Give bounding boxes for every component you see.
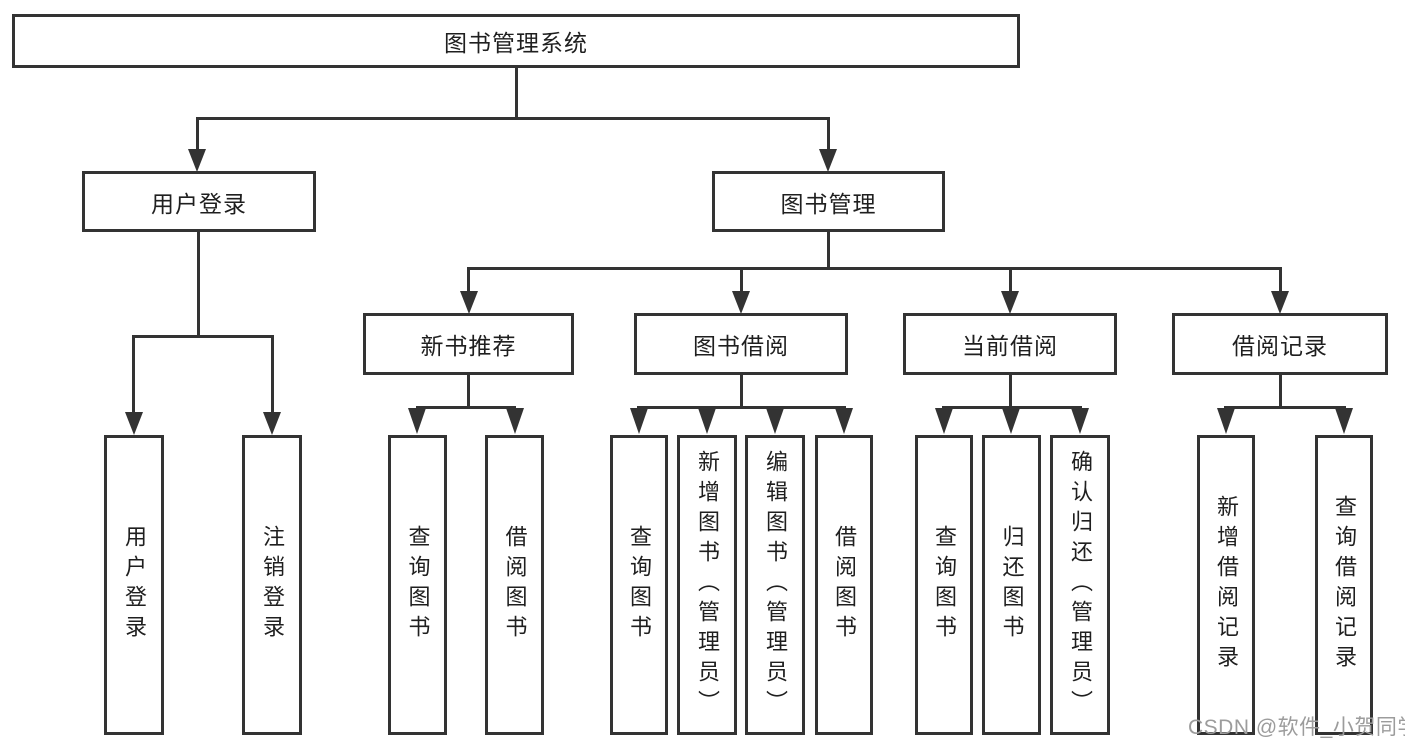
node-label: 图书借阅 (693, 333, 789, 359)
node-label: 确认归还（管理员） (1068, 450, 1093, 720)
arrowhead-query-borrow-record (1335, 408, 1353, 434)
node-book-borrowing: 图书借阅 (634, 313, 848, 375)
arrowhead-query-books-current (935, 408, 953, 434)
arrowhead-current-borrowing (1001, 291, 1019, 314)
node-label: 借阅图书 (502, 525, 528, 645)
node-label: 用户登录 (122, 525, 147, 645)
leaf-user-login: 用户登录 (104, 435, 164, 735)
node-label: 新增图书（管理员） (695, 450, 720, 720)
node-label: 查询图书 (405, 525, 431, 645)
arrowhead-borrow-books-borrowing (835, 408, 853, 434)
arrowhead-return-books (1002, 408, 1020, 434)
connector-to-book-management (827, 117, 830, 151)
arrowhead-confirm-return-admin (1071, 408, 1089, 434)
arrowhead-book-management (819, 149, 837, 172)
node-label: 借阅图书 (832, 525, 857, 645)
connector-to-new-book-recommendation (467, 267, 470, 293)
connector-to-current-borrowing (1009, 267, 1012, 293)
leaf-query-books-recommend: 查询图书 (388, 435, 447, 735)
leaf-borrow-books-recommend: 借阅图书 (485, 435, 544, 735)
connector-records-branch (1224, 406, 1346, 409)
leaf-add-borrow-record: 新增借阅记录 (1197, 435, 1255, 735)
node-new-book-recommendation: 新书推荐 (363, 313, 574, 375)
connector-to-user-login (196, 117, 199, 151)
node-label: 新书推荐 (420, 333, 517, 359)
node-label: 新增借阅记录 (1214, 495, 1239, 675)
node-label: 当前借阅 (962, 333, 1058, 359)
connector-root-stub (515, 68, 518, 118)
node-label: 查询图书 (932, 525, 957, 645)
connector-to-borrowing-records (1279, 267, 1282, 293)
connector-level2-branch (196, 117, 830, 120)
leaf-query-books-borrowing: 查询图书 (610, 435, 668, 735)
connector-current-stub (1009, 375, 1012, 408)
connector-to-leaf-user-login (132, 335, 135, 414)
node-label: 借阅记录 (1232, 333, 1328, 359)
node-label: 查询图书 (627, 525, 652, 645)
connector-borrowing-branch (637, 406, 846, 409)
connector-user-login-stub (197, 232, 200, 336)
connector-to-book-borrowing (740, 267, 743, 293)
connector-recommendation-stub (467, 375, 470, 408)
leaf-edit-book-admin: 编辑图书（管理员） (745, 435, 805, 735)
leaf-confirm-return-admin: 确认归还（管理员） (1050, 435, 1110, 735)
arrowhead-add-borrow-record (1217, 408, 1235, 434)
node-label: 用户登录 (151, 190, 247, 217)
node-label: 查询借阅记录 (1332, 495, 1357, 675)
leaf-query-borrow-record: 查询借阅记录 (1315, 435, 1373, 735)
arrowhead-leaf-user-login (125, 412, 143, 435)
arrowhead-query-books-borrowing (630, 408, 648, 434)
leaf-add-book-admin: 新增图书（管理员） (677, 435, 737, 735)
node-borrowing-records: 借阅记录 (1172, 313, 1388, 375)
node-library-management-system: 图书管理系统 (12, 14, 1020, 68)
connector-user-login-branch (132, 335, 274, 338)
connector-current-branch (942, 406, 1082, 409)
arrowhead-new-book-recommendation (460, 291, 478, 314)
node-book-management: 图书管理 (712, 171, 945, 232)
connector-book-management-stub (827, 232, 830, 269)
leaf-return-books: 归还图书 (982, 435, 1041, 735)
connector-level3-branch (468, 267, 1282, 270)
node-label: 图书管理 (780, 190, 877, 217)
arrowhead-add-book-admin (698, 408, 716, 434)
arrowhead-edit-book-admin (766, 408, 784, 434)
connector-recommendation-branch (416, 406, 516, 409)
connector-to-leaf-logout (271, 335, 274, 414)
csdn-watermark: CSDN @软件_小贺同学 (1188, 716, 1405, 739)
node-label: 归还图书 (999, 525, 1025, 645)
arrowhead-borrow-books-recommend (506, 408, 524, 434)
arrowhead-leaf-logout (263, 412, 281, 435)
arrowhead-query-books-recommend (408, 408, 426, 434)
node-label: 编辑图书（管理员） (763, 450, 788, 720)
arrowhead-borrowing-records (1271, 291, 1289, 314)
node-current-borrowing: 当前借阅 (903, 313, 1117, 375)
leaf-query-books-current: 查询图书 (915, 435, 973, 735)
node-user-login: 用户登录 (82, 171, 316, 232)
leaf-borrow-books-borrowing: 借阅图书 (815, 435, 873, 735)
connector-records-stub (1279, 375, 1282, 408)
arrowhead-user-login (188, 149, 206, 172)
node-label: 注销登录 (260, 525, 285, 645)
arrowhead-book-borrowing (732, 291, 750, 314)
leaf-logout: 注销登录 (242, 435, 302, 735)
connector-borrowing-stub (740, 375, 743, 408)
node-label: 图书管理系统 (444, 30, 588, 56)
